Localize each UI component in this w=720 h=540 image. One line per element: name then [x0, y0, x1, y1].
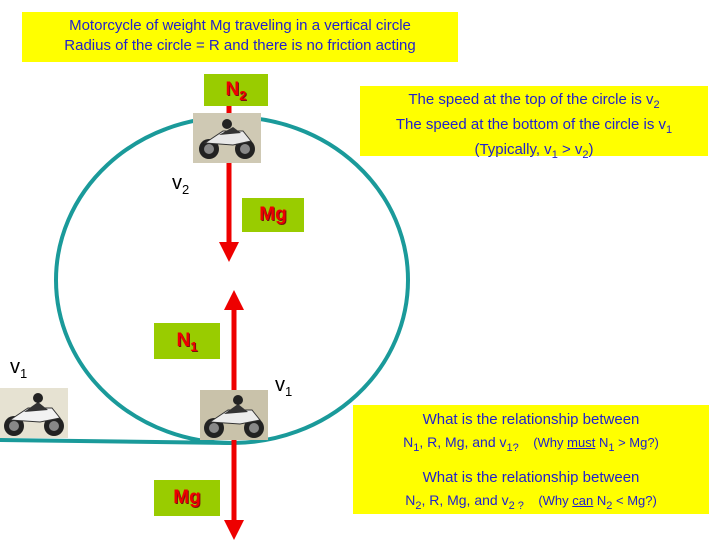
approach-track	[0, 438, 233, 445]
title-line-1: Motorcycle of weight Mg traveling in a v…	[69, 17, 411, 34]
title-line-2: Radius of the circle = R and there is no…	[64, 37, 416, 54]
v1-left-label: v1	[10, 356, 28, 381]
v2-label: v2	[172, 172, 190, 197]
mg-top-label: Mg	[242, 198, 304, 232]
question-box: What is the relationship between N1, R, …	[353, 405, 709, 514]
motorcycle-icon	[200, 390, 268, 440]
question-1-line-1: What is the relationship between	[422, 411, 640, 428]
question-2-line-1: What is the relationship between	[422, 468, 640, 486]
question-2-line-2: N2, R, Mg, and v2 ? (Why can N2 < Mg?)	[405, 491, 657, 512]
n2-label: N2	[204, 74, 268, 106]
motorcycle-icon	[193, 113, 261, 163]
question-1-line-2: N1, R, Mg, and v1? (Why must N1 > Mg?)	[403, 434, 659, 454]
title-box: Motorcycle of weight Mg traveling in a v…	[22, 12, 458, 62]
speed-bottom-line: The speed at the bottom of the circle is…	[395, 116, 673, 136]
speed-top-line: The speed at the top of the circle is v2	[408, 91, 660, 111]
v1-right-label: v1	[275, 374, 293, 399]
speed-compare-line: (Typically, v1 > v2)	[474, 141, 594, 161]
mg-bottom-label: Mg	[154, 480, 220, 516]
motorcycle-icon	[0, 388, 68, 438]
speed-info-box: The speed at the top of the circle is v2…	[360, 86, 708, 161]
n1-label: N1	[154, 323, 220, 359]
